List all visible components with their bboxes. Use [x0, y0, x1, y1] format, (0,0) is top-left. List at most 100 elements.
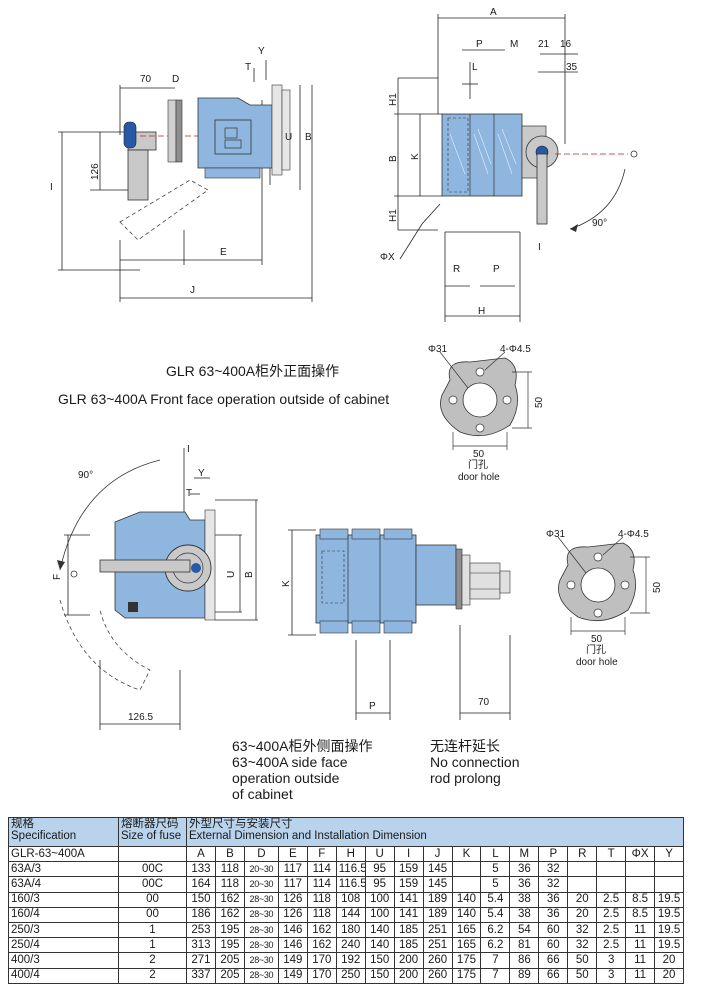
dim-E-label: E: [220, 247, 227, 258]
table-cell: [567, 861, 598, 878]
table-cell: 20: [567, 906, 598, 923]
table-cell: 313: [186, 937, 216, 954]
table-cell: 32: [538, 876, 569, 893]
table-cell: 180: [335, 921, 366, 939]
column-header: U: [364, 845, 395, 863]
column-header: I: [393, 845, 424, 863]
caption-side-cn: 63~400A柜外侧面操作: [232, 738, 373, 754]
table-cell: 28~30: [243, 937, 279, 954]
dim-Y-label: Y: [258, 46, 265, 57]
dim-126-label: 126: [90, 163, 101, 180]
table-cell: 250: [335, 967, 366, 984]
table-cell: 141: [393, 891, 424, 908]
dim-70-label: 70: [140, 74, 152, 85]
table-cell: 2: [118, 952, 187, 969]
table-cell: 145: [422, 876, 453, 893]
table-cell: 20~30: [243, 876, 279, 893]
dim-70-label: 70: [478, 697, 490, 708]
series-cell: GLR-63~400A: [8, 845, 119, 863]
dim-126-5-label: 126.5: [128, 712, 153, 723]
table-cell: 1: [118, 921, 187, 939]
table-cell: 186: [186, 906, 216, 923]
dim-K-label: K: [281, 580, 292, 587]
table-cell: 50: [567, 967, 598, 984]
table-cell: 36: [509, 876, 540, 893]
caption-norod-cn: 无连杆延长: [430, 738, 500, 754]
table-cell: 11: [625, 921, 656, 939]
table-cell: 149: [277, 952, 308, 969]
table-cell: 100: [364, 891, 395, 908]
table-cell: 63A/3: [8, 861, 119, 878]
dim-I-label: I: [50, 182, 53, 193]
table-cell: 195: [214, 921, 245, 939]
caption-side-en2: operation outside: [232, 770, 340, 786]
dim-P-label: P: [476, 39, 483, 50]
table-cell: 32: [567, 937, 598, 954]
table-cell: 260: [422, 967, 453, 984]
table-cell: 2.5: [596, 891, 627, 908]
table-cell: 00C: [118, 876, 187, 893]
table-cell: 165: [451, 937, 482, 954]
column-header: R: [567, 845, 598, 863]
table-cell: 100: [364, 906, 395, 923]
table-cell: 86: [509, 952, 540, 969]
table-cell: 2.5: [596, 906, 627, 923]
table-cell: 5.4: [480, 891, 511, 908]
column-header: F: [306, 845, 337, 863]
table-cell: 19.5: [654, 921, 684, 939]
dim-U-label: U: [226, 571, 237, 578]
table-cell: 3: [596, 967, 627, 984]
dim-B-label: B: [305, 132, 312, 143]
table-cell: 1: [118, 937, 187, 954]
table-cell: 7: [480, 967, 511, 984]
table-cell: 400/3: [8, 952, 119, 969]
dim-35-label: 35: [566, 62, 578, 73]
table-cell: 251: [422, 921, 453, 939]
table-cell: 6.2: [480, 921, 511, 939]
dim-T-label: T: [186, 488, 192, 499]
caption-side-en3: of cabinet: [232, 786, 293, 802]
table-cell: 117: [277, 861, 308, 878]
table-cell: 253: [186, 921, 216, 939]
table-cell: 50: [567, 952, 598, 969]
table-cell: 185: [393, 921, 424, 939]
table-cell: [451, 876, 482, 893]
door-hole-diagram-1: Φ31 4-Φ4.5 50 50 门孔 door hole: [428, 344, 545, 483]
dim-B-label: B: [244, 571, 255, 578]
column-header: J: [422, 845, 453, 863]
table-cell: 19.5: [654, 906, 684, 923]
table-cell: 36: [538, 891, 569, 908]
table-cell: 5.4: [480, 906, 511, 923]
table-cell: 250/3: [8, 921, 119, 939]
table-cell: 150: [364, 952, 395, 969]
width-label: 50: [591, 634, 603, 645]
front-view-diagram: A P M 21 16 L 35 H1 B K H1 ΦX R P H I 90…: [380, 7, 638, 322]
dim-P2-label: P: [493, 264, 500, 275]
table-cell: 20~30: [243, 861, 279, 878]
table-cell: 175: [451, 952, 482, 969]
table-cell: 00C: [118, 861, 187, 878]
table-cell: 260: [422, 952, 453, 969]
table-cell: 251: [422, 937, 453, 954]
table-cell: 36: [509, 861, 540, 878]
empty-cell: [118, 845, 187, 863]
table-cell: 145: [422, 861, 453, 878]
dim-X-label: ΦX: [380, 252, 395, 263]
table-cell: 189: [422, 906, 453, 923]
angle-label: 90°: [78, 470, 93, 481]
table-cell: [625, 861, 656, 878]
bolt-holes-label: 4-Φ4.5: [618, 529, 649, 540]
column-header: L: [480, 845, 511, 863]
column-header: A: [186, 845, 216, 863]
table-cell: 38: [509, 891, 540, 908]
dim-Y-label: Y: [198, 468, 205, 479]
table-cell: 133: [186, 861, 216, 878]
table-cell: [654, 861, 684, 878]
